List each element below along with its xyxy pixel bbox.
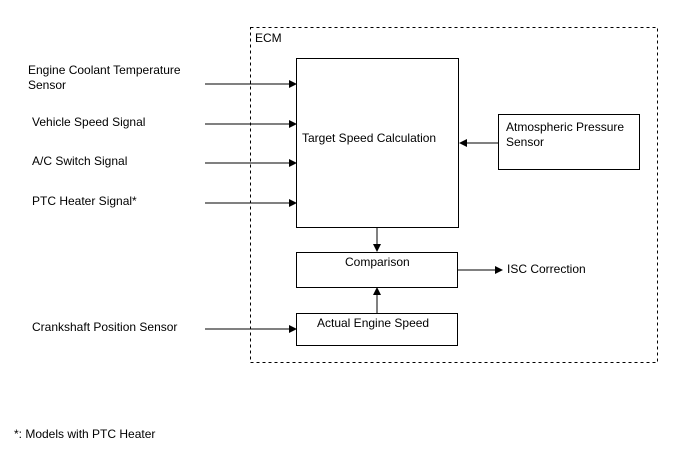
atmospheric-pressure-sensor-block: Atmospheric Pressure Sensor bbox=[498, 114, 640, 170]
target-speed-calculation-label: Target Speed Calculation bbox=[302, 131, 437, 145]
actual-engine-speed-block: Actual Engine Speed bbox=[296, 313, 458, 346]
output-isc-correction: ISC Correction bbox=[507, 262, 586, 276]
input-crankshaft: Crankshaft Position Sensor bbox=[32, 320, 178, 334]
footnote: *: Models with PTC Heater bbox=[14, 427, 156, 441]
comparison-block: Comparison bbox=[296, 252, 458, 288]
actual-engine-speed-label: Actual Engine Speed bbox=[317, 316, 430, 330]
input-ptc-heater: PTC Heater Signal* bbox=[32, 194, 137, 208]
atmospheric-pressure-label-line1: Atmospheric Pressure bbox=[506, 120, 625, 134]
input-coolant-line1: Engine Coolant Temperature bbox=[28, 63, 181, 77]
comparison-label: Comparison bbox=[345, 255, 410, 269]
ecm-boundary bbox=[250, 27, 658, 363]
input-coolant-line2: Sensor bbox=[28, 78, 67, 92]
ecm-label: ECM bbox=[255, 31, 282, 45]
atmospheric-pressure-label-line2: Sensor bbox=[506, 135, 545, 149]
input-vehicle-speed: Vehicle Speed Signal bbox=[32, 115, 146, 129]
target-speed-calculation-block: Target Speed Calculation bbox=[296, 58, 459, 228]
input-ac-switch: A/C Switch Signal bbox=[32, 154, 128, 168]
